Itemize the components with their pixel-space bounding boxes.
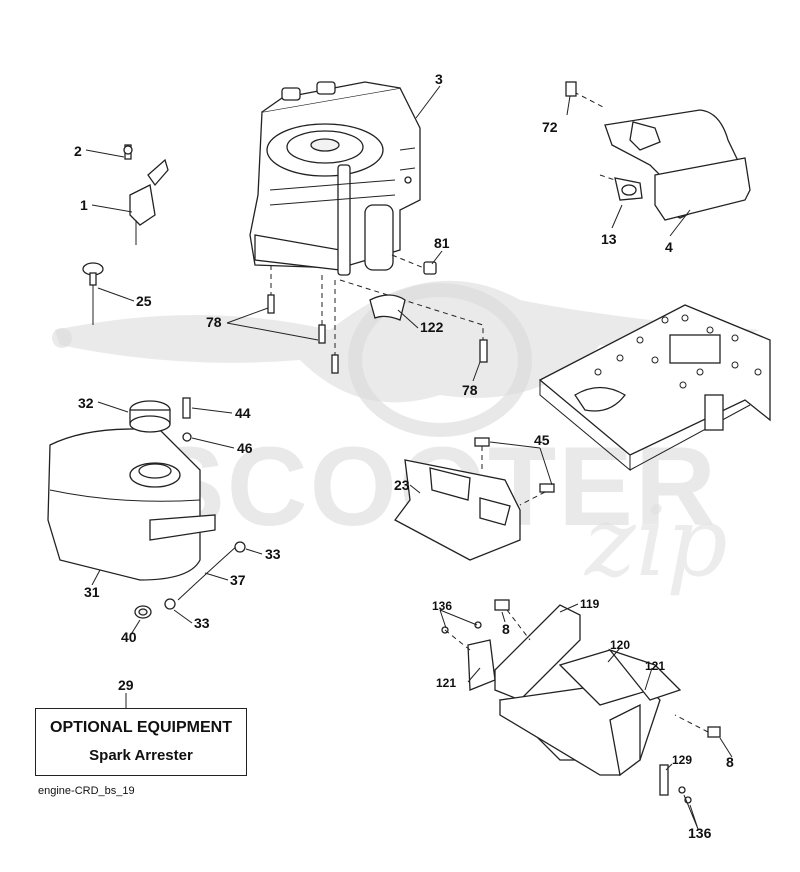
nut-81: [423, 261, 437, 275]
optional-equipment-box: OPTIONAL EQUIPMENT Spark Arrester: [35, 708, 247, 776]
callout-119: 119: [580, 597, 600, 611]
callout-121-right: 121: [645, 659, 665, 673]
callout-46: 46: [237, 440, 253, 456]
callout-44: 44: [235, 405, 251, 421]
callout-1: 1: [80, 197, 88, 213]
engine: [249, 81, 421, 276]
callout-33-bottom: 33: [194, 615, 210, 631]
callout-136-bottom: 136: [688, 825, 712, 841]
callout-120: 120: [610, 638, 630, 652]
engine-mount-bolts: [267, 265, 488, 374]
callout-labels: 1 2 3 4 13 72 25 78 78 122 81 32 44 46 4…: [74, 71, 734, 841]
callout-129: 129: [672, 753, 692, 767]
watermark-suffix: zip: [584, 486, 728, 598]
heat-shield: [394, 437, 555, 561]
throttle-control: [123, 144, 169, 245]
callout-33-top: 33: [265, 546, 281, 562]
callout-122: 122: [420, 319, 444, 335]
washer-46: [182, 432, 192, 442]
callout-2: 2: [74, 143, 82, 159]
callout-13: 13: [601, 231, 617, 247]
callout-4: 4: [665, 239, 673, 255]
callout-136-top: 136: [432, 599, 452, 613]
callout-8-top: 8: [502, 621, 510, 637]
mounting-brackets: [441, 599, 721, 804]
callout-37: 37: [230, 572, 246, 588]
callout-81: 81: [434, 235, 450, 251]
callout-45: 45: [534, 432, 550, 448]
callout-31: 31: [84, 584, 100, 600]
callout-78-left: 78: [206, 314, 222, 330]
fuel-tank: [47, 400, 216, 581]
callout-25: 25: [136, 293, 152, 309]
callout-40: 40: [121, 629, 137, 645]
leader-lines: [85, 85, 733, 830]
callout-23: 23: [394, 477, 410, 493]
dipstick: [82, 262, 104, 325]
engine-base-plate: [538, 304, 771, 472]
callout-72: 72: [542, 119, 558, 135]
tank-cap-bolt-44: [182, 397, 191, 419]
muffler: [565, 81, 751, 221]
callout-78-right: 78: [462, 382, 478, 398]
callout-3: 3: [435, 71, 443, 87]
spark-arrester-label: Spark Arrester: [89, 747, 193, 764]
optional-equipment-title: OPTIONAL EQUIPMENT: [50, 719, 232, 736]
bracket-122: [369, 294, 406, 321]
callout-29: 29: [118, 677, 134, 693]
diagram-caption: engine-CRD_bs_19: [38, 785, 135, 797]
callout-8-bottom: 8: [726, 754, 734, 770]
callout-121-left: 121: [436, 676, 456, 690]
callout-32: 32: [78, 395, 94, 411]
fuel-line: [134, 541, 246, 619]
